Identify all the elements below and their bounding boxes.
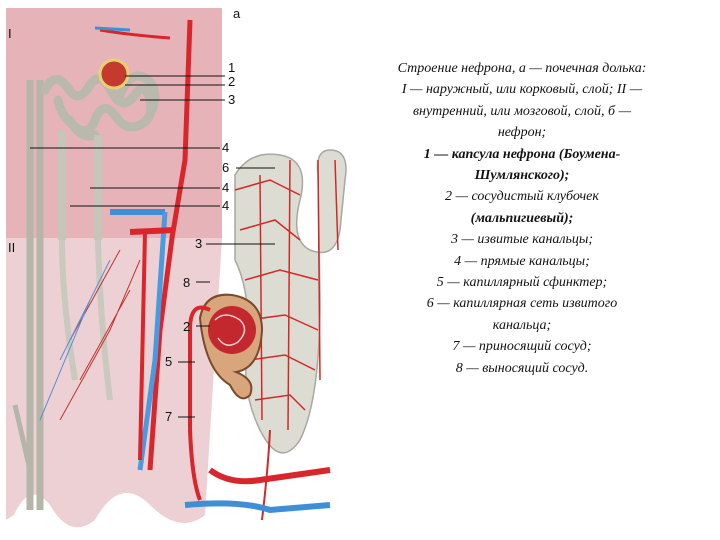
callout-4a: 4 bbox=[222, 140, 229, 155]
efferent-vessel bbox=[210, 470, 330, 481]
caption-line-13: канальца; bbox=[352, 315, 692, 336]
caption-line-8: (мальпигиевый); bbox=[352, 208, 692, 229]
callout-7: 7 bbox=[165, 409, 172, 424]
glomerulus-large bbox=[208, 306, 256, 354]
caption: Строение нефрона, а — почечная долька: I… bbox=[352, 58, 692, 379]
callout-5: 5 bbox=[165, 354, 172, 369]
callout-3-lower: 3 bbox=[195, 236, 202, 251]
callout-3: 3 bbox=[228, 92, 235, 107]
convoluted-tubule-large bbox=[235, 150, 346, 453]
caption-line-6: Шумлянского); bbox=[352, 165, 692, 186]
caption-line-2: I — наружный, или корковый, слой; II — bbox=[352, 79, 692, 100]
callout-6: 6 bbox=[222, 160, 229, 175]
callout-4b: 4 bbox=[222, 180, 229, 195]
caption-line-3: внутренний, или мозговой, слой, б — bbox=[352, 101, 692, 122]
caption-line-15: 8 — выносящий сосуд. bbox=[352, 358, 692, 379]
caption-line-11: 5 — капиллярный сфинктер; bbox=[352, 272, 692, 293]
caption-line-4: нефрон; bbox=[352, 122, 692, 143]
callout-1: 1 bbox=[228, 60, 235, 75]
caption-line-9: 3 — извитые канальцы; bbox=[352, 229, 692, 250]
vessel-artery-horizontal bbox=[130, 230, 175, 232]
glomerulus-small bbox=[100, 60, 128, 88]
caption-line-5: 1 — капсула нефрона (Боумена- bbox=[352, 144, 692, 165]
caption-line-1: Строение нефрона, а — почечная долька: bbox=[352, 58, 692, 79]
caption-line-14: 7 — приносящий сосуд; bbox=[352, 336, 692, 357]
zone-label-inner: II bbox=[8, 240, 15, 255]
caption-line-10: 4 — прямые канальцы; bbox=[352, 251, 692, 272]
caption-line-12: 6 — капиллярная сеть извитого bbox=[352, 293, 692, 314]
vein-lower bbox=[185, 503, 330, 510]
caption-line-7: 2 — сосудистый клубочек bbox=[352, 186, 692, 207]
callout-8: 8 bbox=[183, 275, 190, 290]
callout-2-lower: 2 bbox=[183, 319, 190, 334]
panel-label-a: а bbox=[233, 6, 241, 21]
callout-4c: 4 bbox=[222, 198, 229, 213]
callout-2: 2 bbox=[228, 74, 235, 89]
zone-label-outer: I bbox=[8, 26, 12, 41]
